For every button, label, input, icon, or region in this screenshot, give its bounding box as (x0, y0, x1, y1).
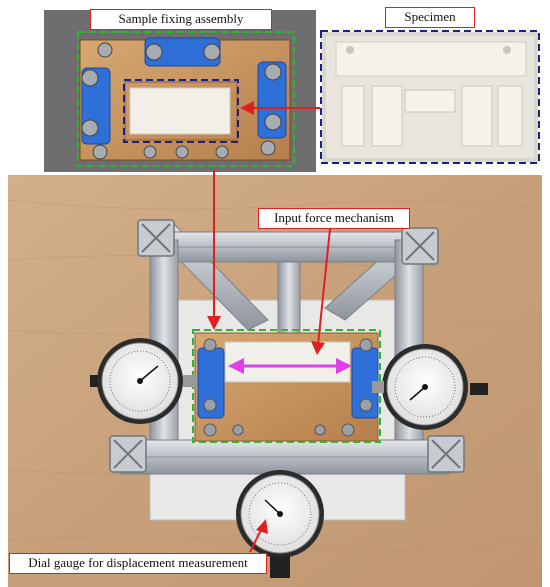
white-specimen (224, 341, 351, 383)
left-dial-gauge (90, 338, 197, 424)
specimen-label: Specimen (385, 7, 475, 28)
dial-gauge-label: Dial gauge for displacement measurement (9, 553, 267, 574)
assembly-inset-photo (44, 10, 316, 172)
plate-bolts (203, 338, 373, 437)
specimen-inset-photo (320, 30, 540, 164)
red-arrows (207, 101, 331, 553)
input-force-mechanism-label: Input force mechanism (258, 208, 410, 229)
displacement-double-arrow (228, 358, 352, 374)
sample-fixing-assembly-label: Sample fixing assembly (90, 9, 272, 30)
right-dial-gauge (372, 344, 488, 430)
